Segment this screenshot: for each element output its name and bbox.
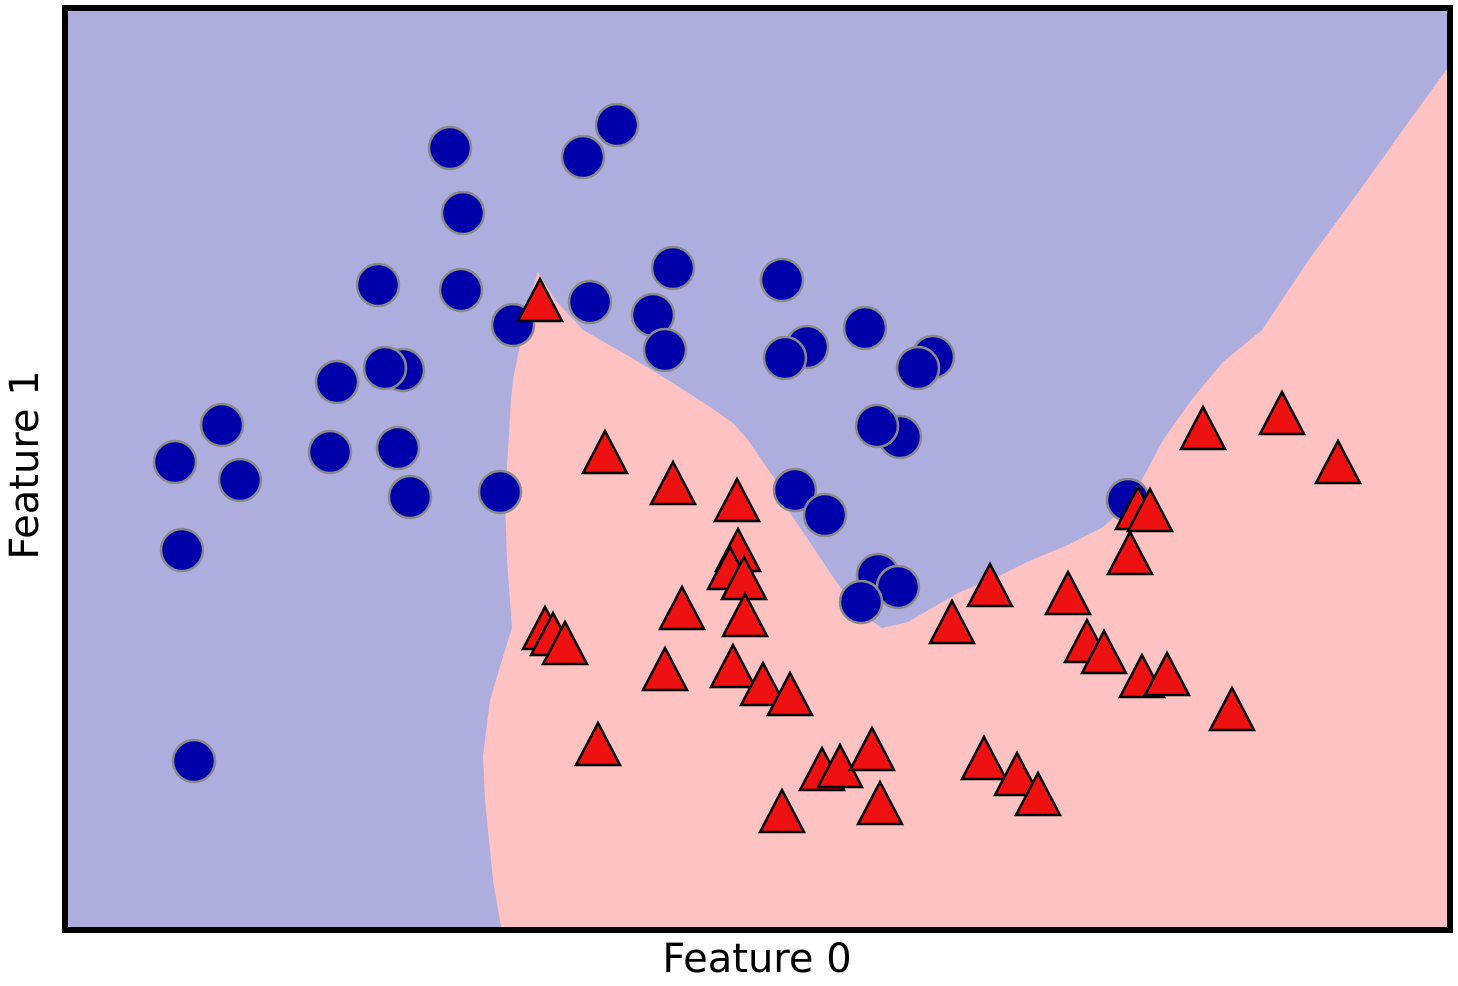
data-point-class0-circle: [362, 345, 408, 391]
data-point-class1-triangle: [515, 276, 565, 323]
data-point-class1-triangle: [648, 459, 698, 506]
data-point-class1-triangle: [965, 561, 1015, 608]
data-point-class1-triangle: [1313, 438, 1363, 485]
data-point-class1-triangle: [540, 619, 590, 666]
data-point-class0-circle: [440, 190, 486, 236]
data-point-class0-circle: [560, 134, 606, 180]
data-point-class0-circle: [895, 345, 941, 391]
decision-region-class1: [483, 64, 1450, 930]
data-point-class1-triangle: [1257, 389, 1307, 436]
data-point-class1-triangle: [992, 750, 1042, 797]
data-point-class0-circle: [217, 457, 263, 503]
data-point-class0-circle: [875, 564, 921, 610]
data-point-class1-triangle: [1105, 529, 1155, 576]
data-point-class0-circle: [307, 429, 353, 475]
data-point-class0-circle: [567, 279, 613, 325]
data-point-class1-triangle: [573, 720, 623, 767]
x-axis-label: Feature 0: [662, 936, 851, 982]
data-point-class0-circle: [842, 305, 888, 351]
data-point-class1-triangle: [1207, 685, 1257, 732]
data-point-class1-triangle: [1079, 628, 1129, 675]
data-point-class0-circle: [762, 335, 808, 381]
data-point-class0-circle: [438, 267, 484, 313]
y-axis-label: Feature 1: [2, 370, 48, 559]
data-point-class1-triangle: [757, 787, 807, 834]
data-point-class0-circle: [159, 527, 205, 573]
class1-markers-group: [515, 276, 1363, 834]
data-point-class1-triangle: [855, 779, 905, 826]
data-point-class1-triangle: [1013, 770, 1063, 817]
data-point-class0-circle: [772, 467, 818, 513]
data-point-class0-circle: [594, 102, 640, 148]
data-point-class1-triangle: [765, 670, 815, 717]
data-point-class0-circle: [642, 327, 688, 373]
data-point-class0-circle: [759, 257, 805, 303]
data-point-class0-circle: [802, 492, 848, 538]
data-point-class0-circle: [387, 474, 433, 520]
data-point-class0-circle: [427, 125, 473, 171]
data-point-class1-triangle: [657, 584, 707, 631]
data-point-class1-triangle: [708, 642, 758, 689]
data-point-class0-circle: [152, 439, 198, 485]
data-point-class1-triangle: [580, 428, 630, 475]
data-point-class1-triangle: [712, 476, 762, 523]
data-point-class1-triangle: [847, 725, 897, 772]
data-point-class0-circle: [854, 403, 900, 449]
class0-markers-group: [152, 102, 1151, 784]
data-point-class0-circle: [314, 359, 360, 405]
data-point-class1-triangle: [1142, 650, 1192, 697]
data-point-class1-triangle: [640, 645, 690, 692]
data-point-class1-triangle: [738, 660, 788, 707]
data-point-class0-circle: [650, 245, 696, 291]
data-point-class0-circle: [355, 262, 401, 308]
data-point-class1-triangle: [720, 591, 770, 638]
axes-frame: [62, 5, 1453, 933]
data-point-class0-circle: [375, 425, 421, 471]
data-point-class1-triangle: [1043, 569, 1093, 616]
data-point-class1-triangle: [1125, 486, 1175, 533]
data-point-class0-circle: [171, 738, 217, 784]
data-point-class0-circle: [199, 402, 245, 448]
data-point-class0-circle: [477, 469, 523, 515]
data-point-class1-triangle: [1178, 404, 1228, 451]
data-point-class1-triangle: [959, 734, 1009, 781]
data-point-class1-triangle: [927, 598, 977, 645]
data-point-class0-circle: [838, 579, 884, 625]
